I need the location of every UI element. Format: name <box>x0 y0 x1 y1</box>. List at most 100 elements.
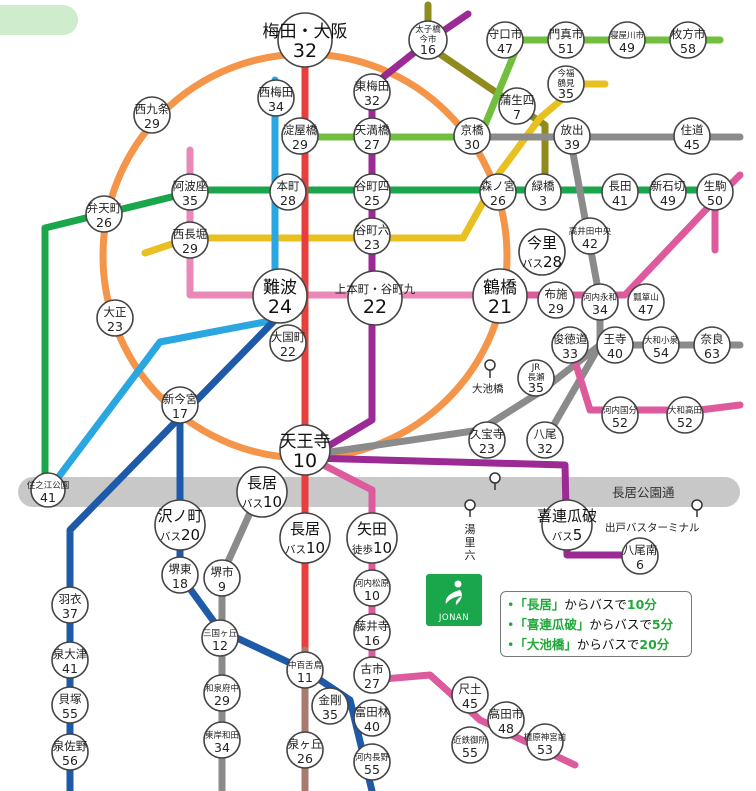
station-midoribashi[interactable]: 緑橋3 <box>524 173 562 211</box>
station-marker <box>353 117 391 155</box>
station-label: 10 <box>364 588 380 603</box>
station-label: 35 <box>322 707 338 722</box>
station-label: 西長堀 <box>173 227 208 241</box>
station-label: 54 <box>653 345 669 360</box>
station-marker <box>547 21 585 59</box>
station-label: 本町 <box>277 179 300 193</box>
station-label: 29 <box>548 301 564 316</box>
station-marker <box>279 512 331 564</box>
station-marker <box>353 173 391 211</box>
station-label: 49 <box>660 193 676 208</box>
station-marker <box>498 87 536 125</box>
station-marker <box>571 217 609 255</box>
station-label: 堺市 <box>211 565 234 579</box>
station-marker <box>553 117 591 155</box>
station-label: 長瀬 <box>527 372 545 383</box>
station-marker <box>693 326 731 364</box>
station-marker <box>627 283 665 321</box>
station-label: 東岸和田 <box>205 730 239 741</box>
station-label: 鶴見 <box>557 78 575 89</box>
station-sakaishi[interactable]: 堺市9 <box>203 559 241 597</box>
station-label: 18 <box>172 576 188 591</box>
station-marker <box>453 117 491 155</box>
station-label: 7 <box>513 107 521 122</box>
station-marker <box>486 21 524 59</box>
